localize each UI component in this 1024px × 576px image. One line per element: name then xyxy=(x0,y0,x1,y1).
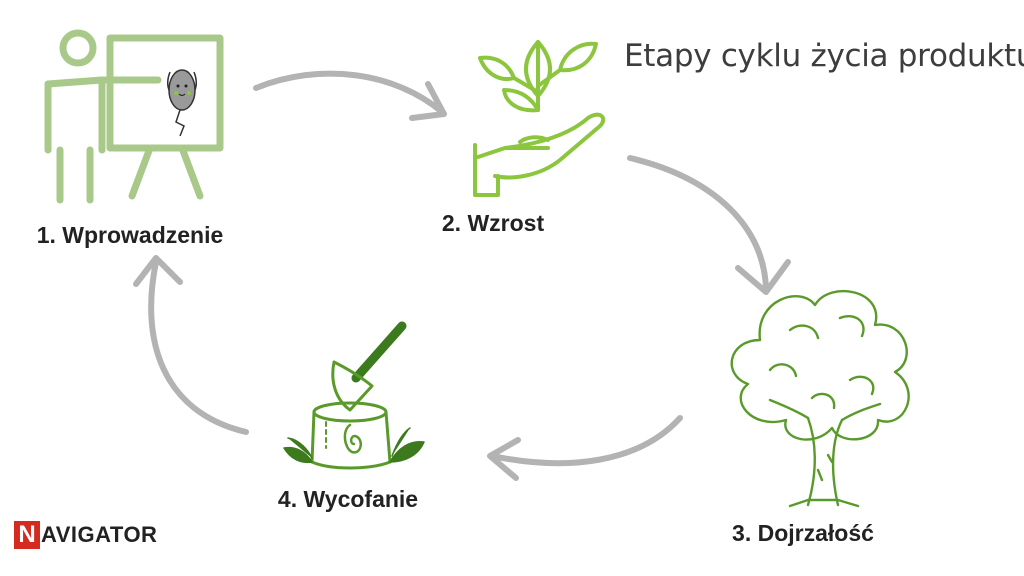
stage-label-wprowadzenie: 1. Wprowadzenie xyxy=(36,222,224,248)
stage-label-wycofanie: 4. Wycofanie xyxy=(277,486,419,512)
stage-label-wzrost: 2. Wzrost xyxy=(441,210,545,236)
hand-sprout-icon xyxy=(473,40,606,197)
stage-label-dojrzalosc: 3. Dojrzałość xyxy=(732,520,874,546)
cycle-arrows xyxy=(133,70,791,481)
arrow-2-to-3-head xyxy=(735,259,791,295)
tree-icon xyxy=(730,290,910,508)
axe-stump-icon xyxy=(283,321,425,470)
presentation-board-icon xyxy=(44,29,224,204)
arrow-3-to-4-head xyxy=(487,437,521,481)
diagram-title: Etapy cyklu życia produktu xyxy=(624,38,1024,74)
arrow-1-to-2-head xyxy=(409,81,447,121)
arrow-2-to-3 xyxy=(627,155,769,293)
navigator-logo: N AVIGATOR xyxy=(14,520,157,550)
arrow-3-to-4 xyxy=(489,415,683,467)
arrow-4-to-1 xyxy=(148,259,249,435)
arrow-4-to-1-head xyxy=(133,255,183,287)
arrow-1-to-2 xyxy=(253,70,445,115)
seed-character-icon xyxy=(166,69,198,137)
logo-wordmark: AVIGATOR xyxy=(41,522,158,547)
logo-initial: N xyxy=(14,521,40,549)
